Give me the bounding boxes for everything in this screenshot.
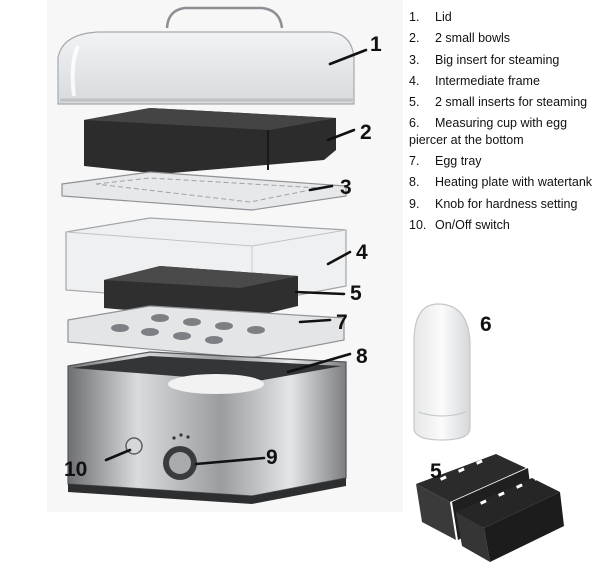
callout-9: 9	[266, 446, 278, 469]
hardness-knob-illustration	[163, 433, 197, 480]
parts-list-item-label: Egg tray	[435, 154, 482, 169]
heating-base-illustration	[67, 351, 347, 504]
parts-list-item-8: 8.Heating plate with watertank	[409, 175, 593, 190]
parts-list-item-label: Lid	[435, 10, 452, 24]
parts-list-item-5: 5.2 small inserts for steaming	[409, 95, 588, 110]
parts-list-item-label: Knob for hardness setting	[435, 196, 578, 211]
callout-3: 3	[340, 176, 352, 199]
callout-1: 1	[370, 33, 382, 56]
parts-list-item-9: 9.Knob for hardness setting	[409, 196, 578, 211]
callout-5: 5	[350, 282, 362, 305]
small-inserts-detail-illustration	[416, 454, 564, 562]
parts-list-item-label: Big insert for steaming	[435, 52, 560, 67]
callout-2: 2	[360, 121, 372, 144]
callout-7: 7	[336, 311, 348, 334]
small-bowls-illustration	[84, 108, 336, 174]
parts-list-item-4: 4.Intermediate frame	[409, 73, 540, 88]
callout-leader-lines	[104, 48, 368, 466]
parts-list-item-label: 2 small bowls	[435, 31, 511, 46]
parts-list-item-label: Heating plate with watertank	[435, 175, 593, 190]
parts-list-item-label: Measuring cup with egg piercer at the bo…	[409, 116, 568, 147]
egg-tray-illustration	[67, 305, 345, 359]
parts-list-item-2: 2.2 small bowls	[409, 31, 511, 46]
parts-list-item-3: 3.Big insert for steaming	[409, 52, 560, 67]
callout-10: 10	[64, 458, 87, 481]
parts-list-item-label: Intermediate frame	[435, 73, 540, 88]
lid-illustration	[57, 6, 355, 105]
parts-list: 1.Lid 2.2 small bowls 3.Big insert for s…	[409, 9, 599, 238]
parts-list-item-10: 10.On/Off switch	[409, 217, 510, 232]
parts-list-item-label: 2 small inserts for steaming	[435, 95, 588, 110]
callout-5-detail: 5	[430, 460, 442, 483]
parts-list-item-label: On/Off switch	[435, 217, 510, 232]
parts-list-item-7: 7.Egg tray	[409, 154, 482, 169]
measuring-cup-illustration	[413, 303, 471, 441]
callout-6: 6	[480, 313, 492, 336]
parts-list-item-1: 1.Lid	[409, 10, 452, 24]
callout-4: 4	[356, 241, 368, 264]
callout-8: 8	[356, 345, 368, 368]
parts-list-item-6: 6.Measuring cup with egg piercer at the …	[409, 116, 568, 147]
